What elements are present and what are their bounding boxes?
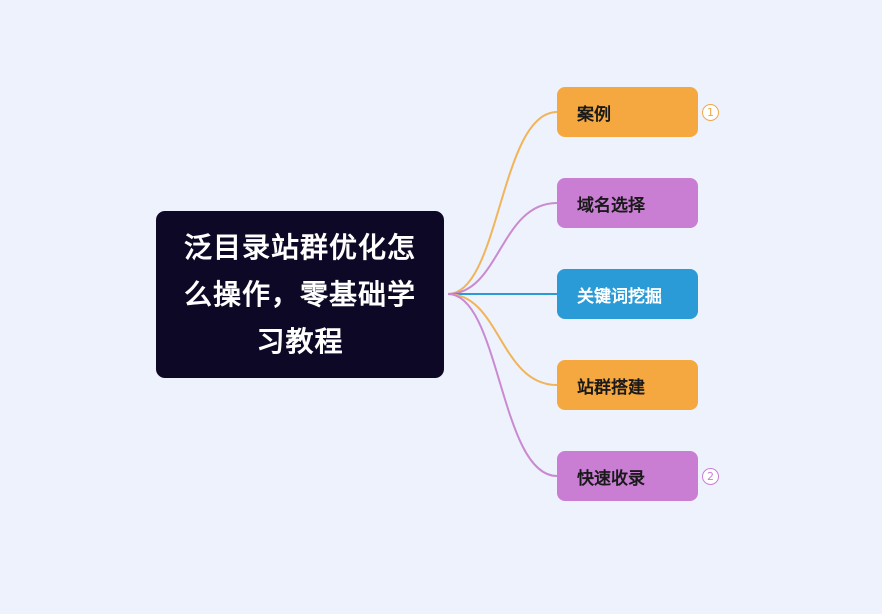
branch-case-count-badge[interactable]: 1 [702,104,719,121]
branch-case[interactable]: 案例 [557,87,698,137]
branch-site-group-build[interactable]: 站群搭建 [557,360,698,410]
connector-case [447,111,558,295]
connector-build [447,293,558,386]
branch-fast-indexing[interactable]: 快速收录 [557,451,698,501]
branch-keyword-mining[interactable]: 关键词挖掘 [557,269,698,319]
root-topic[interactable]: 泛目录站群优化怎么操作，零基础学习教程 [156,211,444,378]
branch-site-group-build-label: 站群搭建 [577,377,645,398]
connector-domain [447,202,558,295]
branch-fast-indexing-count-badge[interactable]: 2 [702,468,719,485]
branch-domain-selection[interactable]: 域名选择 [557,178,698,228]
branch-fast-indexing-label: 快速收录 [577,468,645,489]
connector-index [447,293,558,477]
root-topic-label: 泛目录站群优化怎么操作，零基础学习教程 [184,231,417,358]
branch-domain-selection-label: 域名选择 [577,195,645,216]
branch-keyword-mining-label: 关键词挖掘 [577,286,662,307]
branch-case-label: 案例 [577,104,611,125]
